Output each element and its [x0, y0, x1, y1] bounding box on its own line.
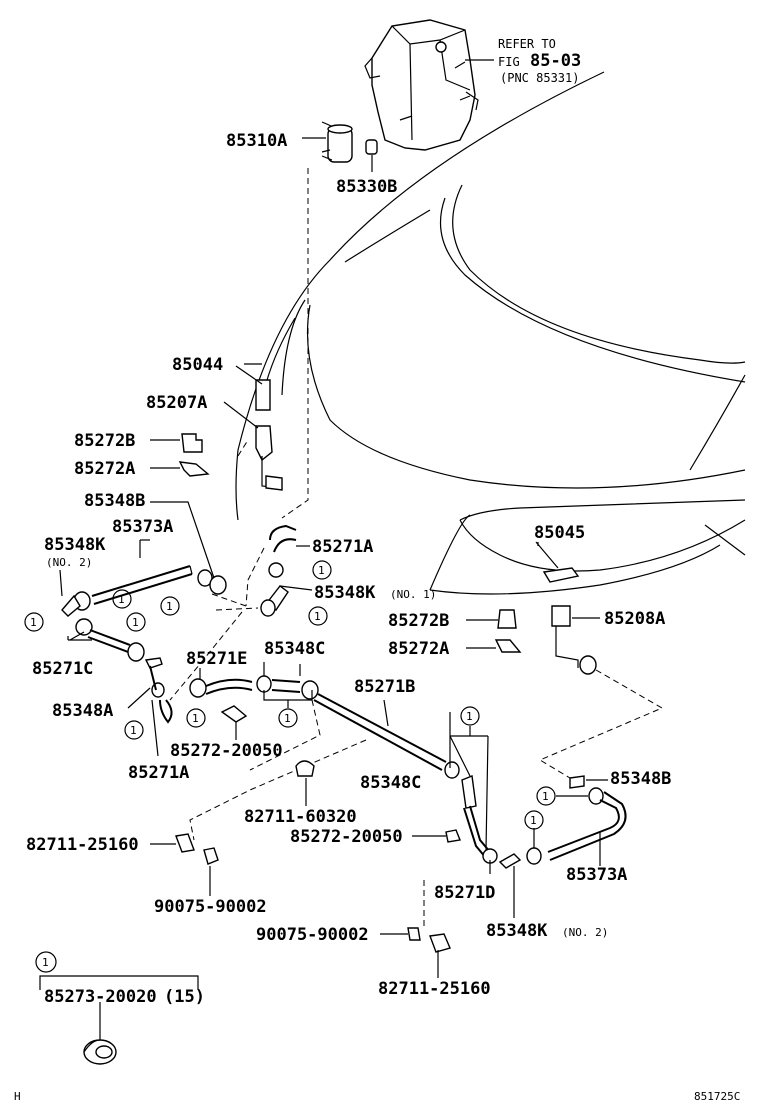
- svg-text:85348K: 85348K: [486, 921, 548, 941]
- part-labels: 85310A 85330B 85044 85207A 85272B 85272A…: [26, 131, 671, 999]
- svg-text:1: 1: [318, 564, 325, 577]
- svg-text:85045: 85045: [534, 523, 585, 543]
- clip-82711-25160-left: [175, 833, 195, 853]
- washer-reservoir: [364, 19, 479, 151]
- left-hoses: [61, 565, 227, 724]
- svg-text:90075-90002: 90075-90002: [256, 925, 369, 945]
- svg-text:1: 1: [314, 610, 321, 623]
- svg-text:85348B: 85348B: [610, 769, 671, 789]
- clip-90075-90002-bottom: [407, 927, 421, 941]
- svg-text:85044: 85044: [172, 355, 223, 375]
- kit-bracket: [39, 975, 199, 990]
- hood-outline: [235, 71, 746, 595]
- clip-90075-90002-left: [203, 847, 219, 865]
- svg-text:1: 1: [466, 710, 473, 723]
- svg-text:REFER TO: REFER TO: [498, 37, 556, 51]
- svg-text:85348K: 85348K: [314, 583, 376, 603]
- clip-85272b-left: [181, 433, 203, 453]
- svg-text:1: 1: [130, 724, 137, 737]
- svg-text:(NO. 2): (NO. 2): [46, 556, 92, 569]
- svg-text:85271B: 85271B: [354, 677, 415, 697]
- svg-text:85-03: 85-03: [530, 51, 581, 71]
- svg-text:85271E: 85271E: [186, 649, 247, 669]
- svg-text:85271A: 85271A: [128, 763, 189, 783]
- callout-markers: 1 1 1 1 1 1 1 1 1 1 1 1 1: [24, 560, 556, 973]
- footer-left: H: [14, 1090, 21, 1103]
- svg-text:85310A: 85310A: [226, 131, 287, 151]
- svg-text:(NO. 2): (NO. 2): [562, 926, 608, 939]
- svg-text:85271C: 85271C: [32, 659, 93, 679]
- grommet-85330b: [365, 139, 378, 155]
- svg-text:85272A: 85272A: [74, 459, 135, 479]
- hose-clamp-icon: [83, 1039, 117, 1065]
- svg-text:85272-20050: 85272-20050: [290, 827, 403, 847]
- left-nozzle: [255, 379, 283, 491]
- svg-text:(NO. 1): (NO. 1): [390, 588, 436, 601]
- svg-text:85373A: 85373A: [112, 517, 173, 537]
- svg-text:85207A: 85207A: [146, 393, 207, 413]
- svg-text:(PNC 85331): (PNC 85331): [500, 71, 579, 85]
- svg-text:1: 1: [132, 616, 139, 629]
- svg-text:1: 1: [166, 600, 173, 613]
- svg-text:85272B: 85272B: [388, 611, 449, 631]
- svg-text:85272-20050: 85272-20050: [170, 741, 283, 761]
- kit-label: 85273-20020: [44, 987, 157, 1007]
- footer-right: 851725C: [694, 1090, 740, 1103]
- svg-text:1: 1: [30, 616, 37, 629]
- right-nozzle: [542, 567, 597, 675]
- svg-text:85348A: 85348A: [52, 701, 113, 721]
- svg-text:82711-25160: 82711-25160: [378, 979, 491, 999]
- svg-text:85272B: 85272B: [74, 431, 135, 451]
- svg-text:1: 1: [192, 712, 199, 725]
- svg-text:85271D: 85271D: [434, 883, 495, 903]
- svg-text:85348K: 85348K: [44, 535, 106, 555]
- svg-text:1: 1: [284, 712, 291, 725]
- clip-85272a-right: [494, 639, 522, 653]
- svg-text:90075-90002: 90075-90002: [154, 897, 267, 917]
- right-hoses: [547, 775, 627, 861]
- svg-text:85348B: 85348B: [84, 491, 145, 511]
- svg-text:85330B: 85330B: [336, 177, 397, 197]
- svg-text:1: 1: [42, 956, 49, 969]
- svg-text:85373A: 85373A: [566, 865, 627, 885]
- svg-text:85271A: 85271A: [312, 537, 373, 557]
- clip-85272-20050-b: [445, 829, 461, 843]
- svg-text:1: 1: [542, 790, 549, 803]
- washer-pump: [321, 121, 353, 163]
- svg-text:82711-60320: 82711-60320: [244, 807, 357, 827]
- svg-text:1: 1: [530, 814, 537, 827]
- clip-82711-25160-bottom: [429, 933, 451, 953]
- refer-note: REFER TO FIG 85-03 (PNC 85331): [498, 37, 581, 85]
- clip-85272b-right: [497, 609, 517, 629]
- clip-85272a-left: [178, 461, 210, 477]
- clamp-82711-60320: [295, 760, 315, 777]
- svg-text:85348C: 85348C: [360, 773, 421, 793]
- kit-qty: (15): [164, 987, 205, 1007]
- svg-text:82711-25160: 82711-25160: [26, 835, 139, 855]
- svg-text:85348C: 85348C: [264, 639, 325, 659]
- svg-text:1: 1: [118, 593, 125, 606]
- center-hoses: [260, 524, 297, 617]
- svg-text:85272A: 85272A: [388, 639, 449, 659]
- svg-text:FIG: FIG: [498, 55, 520, 69]
- svg-text:85208A: 85208A: [604, 609, 665, 629]
- clip-85272-20050-a: [220, 705, 248, 723]
